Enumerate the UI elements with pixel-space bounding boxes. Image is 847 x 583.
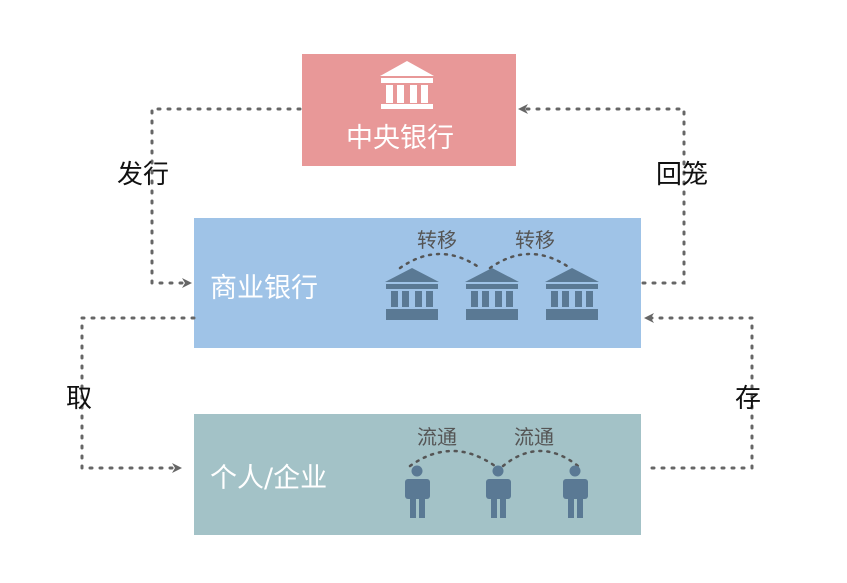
deposit-arrow	[644, 313, 754, 470]
issue-arrow	[150, 107, 302, 288]
circulate-label-1: 流通	[417, 425, 457, 449]
commercial-bank-box	[194, 218, 641, 348]
dotted-connectors	[80, 104, 754, 473]
withdraw-back-label: 回笼	[656, 160, 709, 190]
deposit-label: 存	[735, 384, 762, 414]
bank-icon	[380, 61, 434, 109]
circulate-label-2: 流通	[514, 425, 554, 449]
public-label: 个人/企业	[210, 463, 328, 494]
circulate-arc-2	[501, 449, 580, 468]
transfer-label-2: 转移	[515, 228, 555, 252]
withdraw-back-arrow	[518, 104, 686, 285]
bank-icon	[465, 268, 519, 320]
circulate-arc-1	[408, 449, 497, 468]
take-label: 取	[66, 384, 93, 414]
issue-label: 发行	[117, 160, 170, 190]
transfer-arc-1	[398, 252, 482, 270]
person-icon	[405, 465, 430, 518]
bank-icon	[385, 268, 439, 320]
person-icon	[563, 465, 588, 518]
person-icon	[486, 465, 511, 518]
take-arrow	[80, 316, 196, 473]
transfer-label-1: 转移	[417, 228, 457, 252]
bank-icon	[545, 268, 599, 320]
commercial-bank-label: 商业银行	[210, 273, 318, 304]
transfer-arc-2	[488, 252, 572, 270]
inner-arcs	[398, 252, 580, 468]
central-bank-label: 中央银行	[346, 123, 454, 154]
